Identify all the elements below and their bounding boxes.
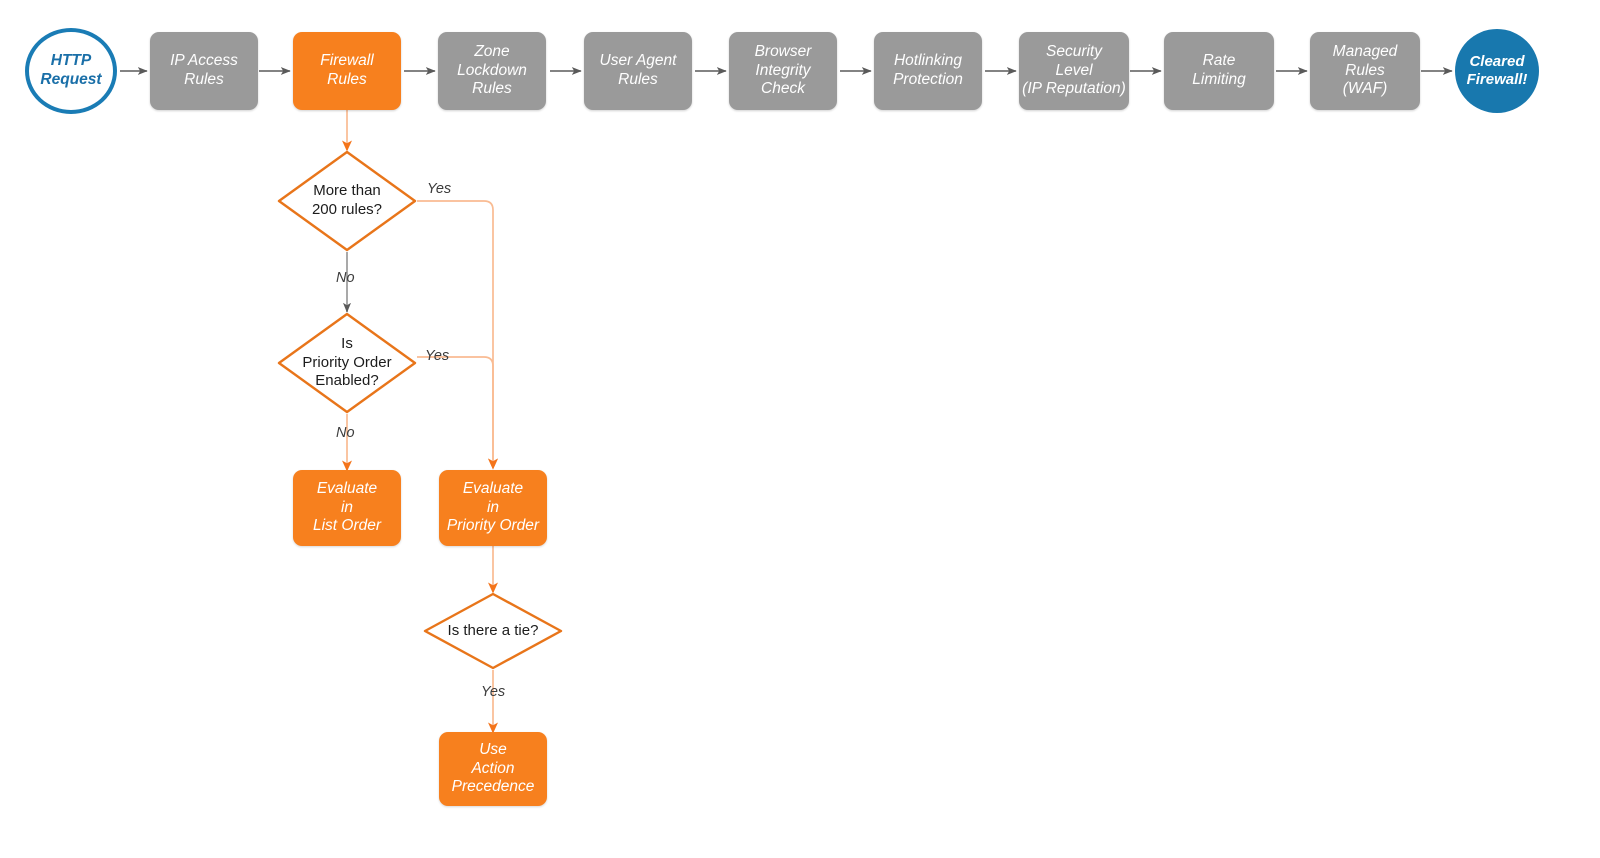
node-ip-access-rules-label: IP Access Rules [170, 52, 238, 88]
node-is-there-a-tie-label: Is there a tie? [447, 621, 539, 639]
node-hotlinking-protection-label: Hotlinking Protection [893, 52, 963, 88]
node-priority-order-enabled[interactable]: Is Priority Order Enabled? [277, 312, 417, 414]
node-cleared-firewall-label: Cleared Firewall! [1466, 52, 1528, 88]
node-zone-lockdown-rules-label: Zone Lockdown Rules [457, 42, 527, 98]
edge-label-more-than-200-no: No [336, 270, 355, 286]
more-than-200-rules-diamond-shape [277, 150, 417, 252]
node-evaluate-in-list-order-label: Evaluate in List Order [312, 479, 382, 535]
edge-priority-order-yes [417, 356, 498, 470]
node-rate-limiting-label: Rate Limiting [1192, 52, 1246, 88]
edge-label-priority-order-no: No [336, 425, 355, 441]
edge-label-more-than-200-yes: Yes [427, 181, 452, 197]
node-managed-rules-waf-label: Managed Rules (WAF) [1332, 42, 1398, 98]
node-evaluate-in-priority-order-label: Evaluate in Priority Order [446, 479, 540, 535]
node-is-there-a-tie[interactable]: Is there a tie? [423, 592, 563, 670]
node-http-request[interactable]: HTTP Request [25, 28, 117, 114]
edge-more-than-200-yes [417, 200, 498, 470]
node-managed-rules-waf[interactable]: Managed Rules (WAF) [1310, 32, 1420, 110]
priority-order-enabled-diamond-shape [277, 312, 417, 414]
node-more-than-200-rules-label: More than 200 rules? [311, 182, 383, 218]
node-user-agent-rules-label: User Agent Rules [599, 52, 677, 88]
edge-label-priority-order-yes: Yes [425, 348, 450, 364]
node-browser-integrity-check[interactable]: Browser Integrity Check [729, 32, 837, 110]
node-priority-order-enabled-label: Is Priority Order Enabled? [302, 334, 392, 390]
node-firewall-rules-label: Firewall Rules [320, 52, 374, 88]
node-cleared-firewall[interactable]: Cleared Firewall! [1455, 29, 1539, 113]
edge-label-tie-yes: Yes [481, 684, 506, 700]
node-user-agent-rules[interactable]: User Agent Rules [584, 32, 692, 110]
is-there-a-tie-diamond-shape [423, 592, 563, 670]
node-more-than-200-rules[interactable]: More than 200 rules? [277, 150, 417, 252]
node-http-request-label: HTTP Request [40, 52, 102, 88]
node-evaluate-in-priority-order[interactable]: Evaluate in Priority Order [439, 470, 547, 546]
node-firewall-rules[interactable]: Firewall Rules [293, 32, 401, 110]
node-zone-lockdown-rules[interactable]: Zone Lockdown Rules [438, 32, 546, 110]
node-security-level[interactable]: Security Level (IP Reputation) [1019, 32, 1129, 110]
node-ip-access-rules[interactable]: IP Access Rules [150, 32, 258, 110]
node-security-level-label: Security Level (IP Reputation) [1022, 42, 1126, 98]
node-browser-integrity-check-label: Browser Integrity Check [754, 42, 812, 98]
node-rate-limiting[interactable]: Rate Limiting [1164, 32, 1274, 110]
node-evaluate-in-list-order[interactable]: Evaluate in List Order [293, 470, 401, 546]
node-use-action-precedence-label: Use Action Precedence [451, 740, 535, 796]
node-hotlinking-protection[interactable]: Hotlinking Protection [874, 32, 982, 110]
node-use-action-precedence[interactable]: Use Action Precedence [439, 732, 547, 806]
